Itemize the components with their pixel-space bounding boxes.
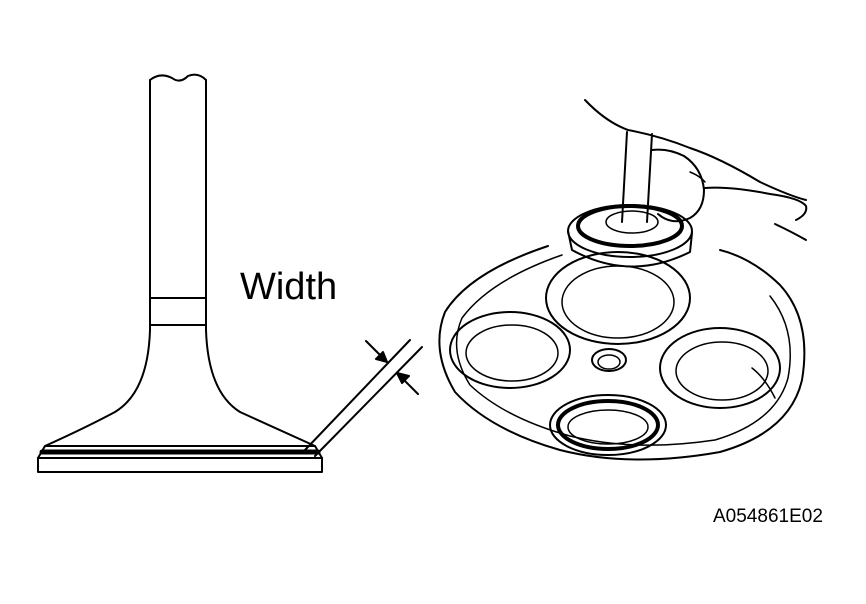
thumb — [704, 186, 808, 221]
finger-front — [651, 148, 705, 223]
valve-neck-left — [44, 329, 151, 447]
finger-crease — [689, 171, 706, 183]
bottom-valve-seat-ring — [556, 399, 660, 451]
lapping-stick-right — [646, 133, 653, 223]
lapped-valve-seat-band — [576, 204, 684, 248]
callout-leader-1 — [304, 339, 411, 451]
lapping-tool-hand — [584, 99, 808, 241]
valve-stem-top — [149, 73, 207, 82]
combustion-chamber-outer — [438, 245, 806, 461]
arrow-lower-shaft — [402, 378, 419, 395]
hand-lower — [774, 223, 807, 241]
upper-valve-port — [545, 251, 691, 345]
width-callout — [304, 339, 423, 457]
left-valve-port-inner — [465, 324, 559, 382]
valve-groove-band — [149, 297, 207, 326]
left-valve-port — [449, 311, 571, 389]
valve-margin — [37, 457, 323, 473]
bottom-valve-port-inner — [567, 409, 649, 445]
right-valve-port — [659, 327, 781, 409]
lapped-valve-margin — [567, 230, 693, 268]
arrow-lower-head — [396, 372, 410, 384]
arrow-upper-shaft — [365, 340, 382, 357]
arrow-upper-head — [375, 351, 388, 363]
cylinder-head — [438, 245, 806, 461]
lapping-stick-left — [621, 131, 628, 223]
spark-plug-hole-inner — [597, 354, 621, 370]
hand-outline — [584, 99, 807, 201]
lapped-valve-center — [605, 210, 659, 234]
upper-valve-port-inner — [561, 265, 675, 339]
valve-being-lapped — [567, 204, 693, 268]
width-label: Width — [240, 266, 338, 308]
right-valve-port-inner — [675, 341, 769, 401]
bottom-valve-port — [549, 394, 667, 456]
engine-valve — [37, 73, 323, 473]
spark-plug-hole — [591, 348, 627, 372]
right-port-edge — [751, 367, 776, 399]
combustion-chamber-inner — [455, 254, 791, 446]
figure-code: A054861E02 — [713, 506, 823, 527]
valve-neck-right — [205, 329, 316, 447]
callout-leader-2 — [314, 346, 423, 457]
